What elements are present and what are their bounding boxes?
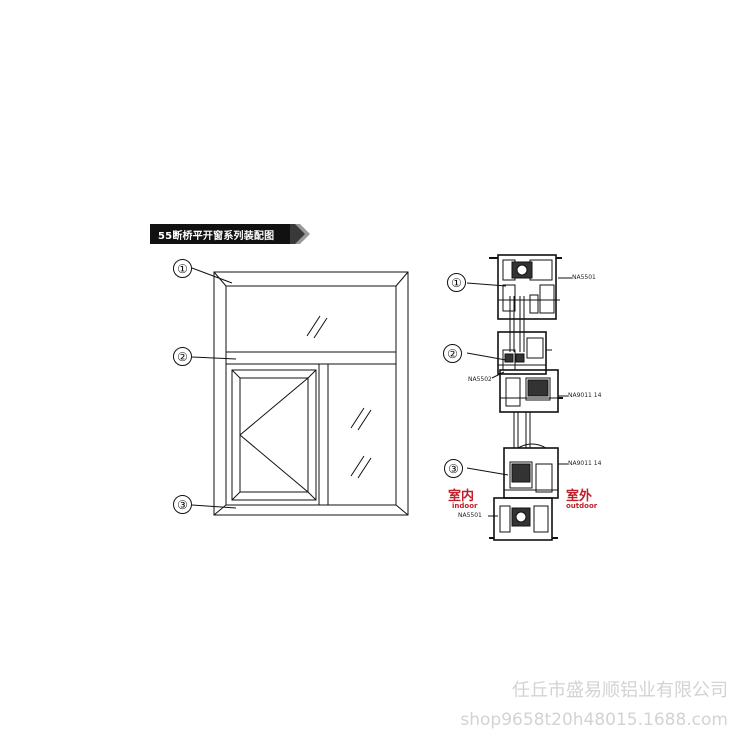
section-bottom-frame: [489, 497, 558, 541]
callout-1-left: ①: [173, 259, 192, 278]
section-top-frame: [489, 254, 562, 320]
section-sash-lower: [503, 443, 559, 499]
window-outer-frame: [213, 271, 409, 516]
watermark-company: 任丘市盛易顺铝业有限公司: [512, 680, 728, 701]
window-inner-frame: [225, 285, 397, 506]
callout-3-left: ③: [173, 495, 192, 514]
indoor-label-en: indoor: [452, 502, 478, 510]
glass-pane-upper: [509, 296, 525, 352]
glass-marks: [306, 315, 372, 479]
callout-2-right: ②: [443, 344, 462, 363]
callout-2-left: ②: [173, 347, 192, 366]
profile-label-mullion: NA5502: [468, 376, 492, 383]
profile-label-bottom: NA5501: [458, 512, 482, 519]
callout-1-right: ①: [447, 273, 466, 292]
banner-title: 55断桥平开窗系列装配图: [158, 231, 275, 242]
indoor-label-cn: 室内: [448, 489, 475, 504]
watermark-shop: shop9658t20h48015.1688.com: [460, 710, 728, 730]
profile-label-sash-lower: NA9011 14: [568, 460, 602, 467]
callout-3-right: ③: [444, 459, 463, 478]
opening-indicator: [239, 377, 309, 493]
profile-label-top: NA5501: [572, 274, 596, 281]
casement-sash: [231, 369, 317, 501]
section-mullion: [497, 331, 552, 375]
profile-label-sash-upper: NA9011 14: [568, 392, 602, 399]
outdoor-label-en: outdoor: [566, 502, 598, 510]
glass-pane-lower: [513, 412, 531, 448]
outdoor-label-cn: 室外: [566, 489, 593, 504]
section-sash-upper: [499, 369, 563, 413]
